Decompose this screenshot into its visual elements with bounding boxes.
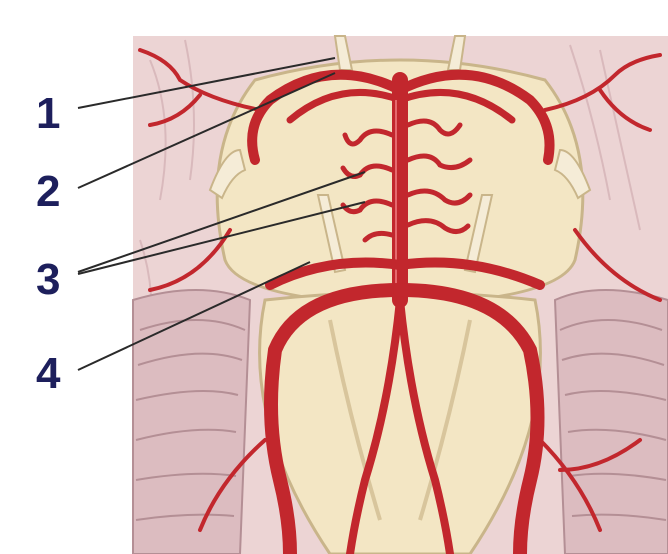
leader-line-2 [77, 72, 336, 189]
leader-lines [77, 57, 366, 371]
label-2: 2 [36, 167, 61, 216]
tissue-texture [139, 39, 641, 361]
leader-line-3b [77, 201, 366, 275]
pontine-branches [340, 118, 473, 243]
label-4: 4 [36, 349, 61, 398]
peripheral-arteries [138, 48, 662, 532]
leader-line-4 [77, 261, 311, 371]
vertebral-arteries [264, 283, 545, 554]
superior-arteries-2 [286, 88, 516, 124]
anterior-spinal-artery [346, 296, 454, 554]
label-3: 3 [36, 255, 61, 304]
leader-line-1 [77, 57, 336, 109]
pyramid-left [328, 319, 382, 521]
cerebellum-right [553, 289, 668, 554]
superior-arteries [247, 69, 555, 165]
anterior-inferior-cerebellar-arteries [265, 257, 545, 290]
pyramid-right [418, 319, 472, 521]
cerebellum-left [132, 289, 252, 554]
label-1: 1 [36, 89, 61, 138]
leader-line-3a [77, 171, 366, 273]
cranial-nerves [208, 35, 592, 274]
